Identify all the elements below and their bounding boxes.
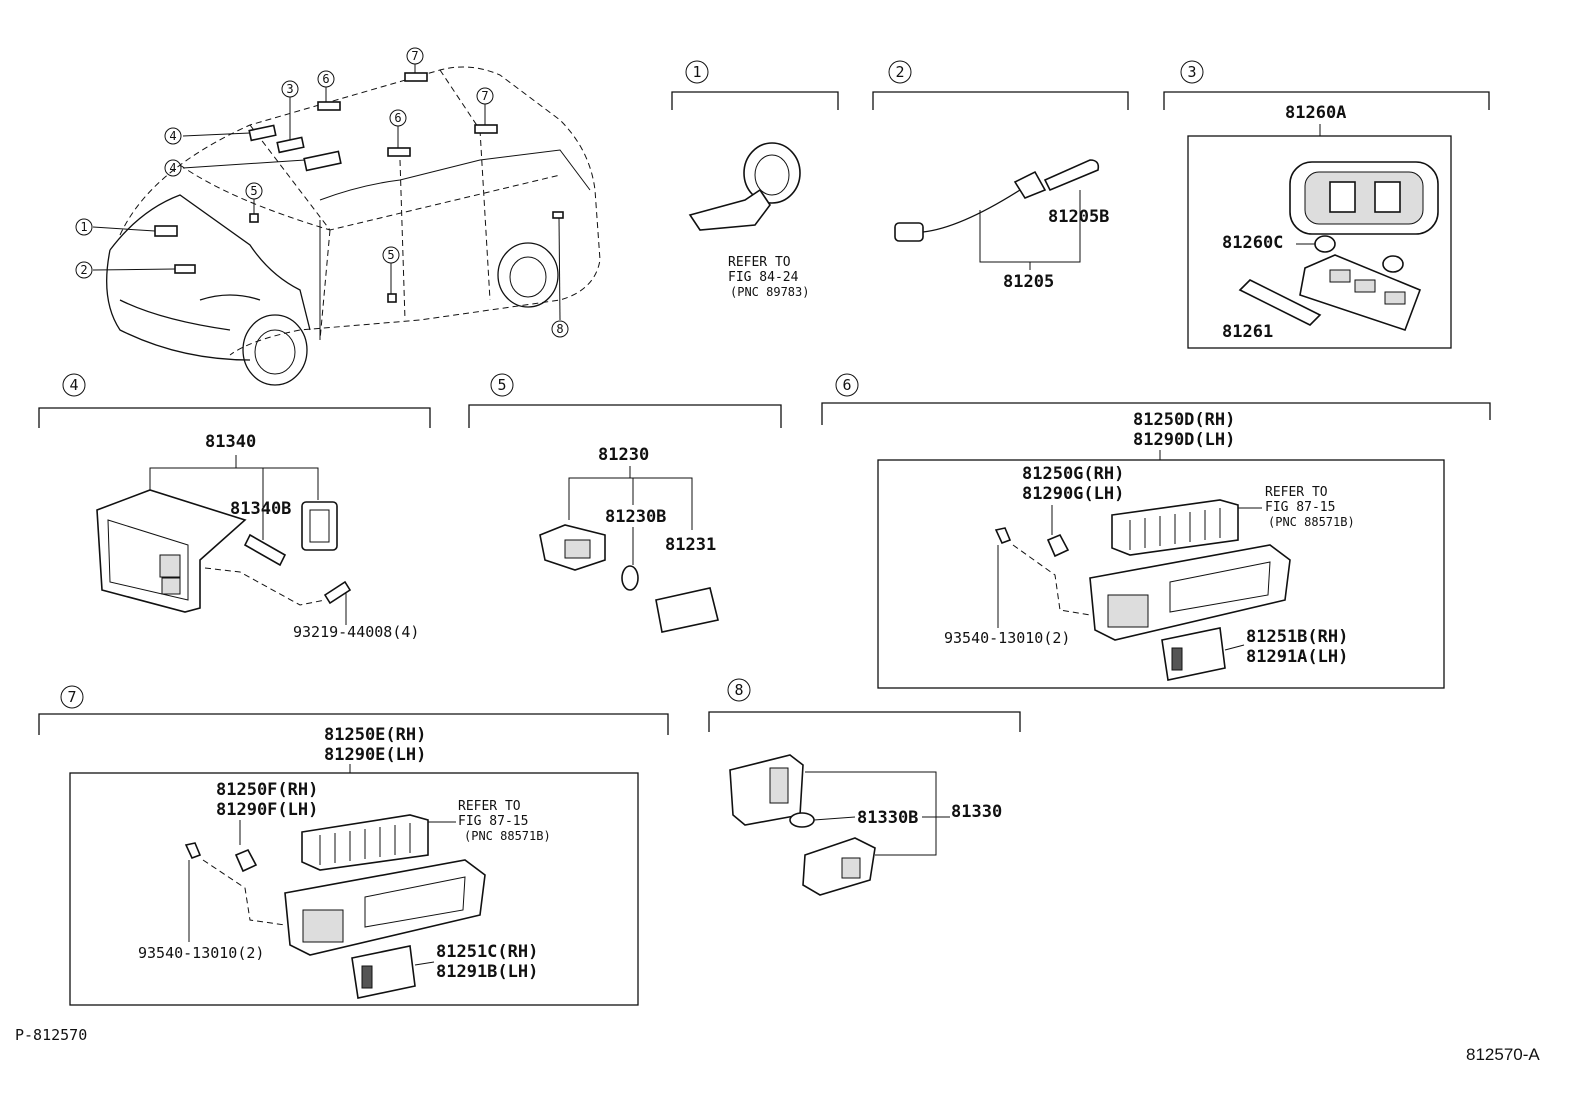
callout-circle xyxy=(245,182,263,200)
bulb-socket-part xyxy=(894,159,1100,242)
section-8: 8 81330B 81330 xyxy=(708,678,1021,896)
section-2: 2 81205B 81205 xyxy=(872,60,1129,292)
callout-circle xyxy=(317,70,335,88)
section-number: 5 xyxy=(497,376,506,394)
callout-number: 8 xyxy=(556,322,563,336)
section-3: 3 81260A 81260C 81261 xyxy=(1163,60,1490,349)
part-number: 81230B xyxy=(605,507,666,527)
section-number: 6 xyxy=(842,376,851,394)
part-number: 81330B xyxy=(857,808,918,828)
part-number: 81250G(RH) xyxy=(1022,464,1124,484)
part-number: 81340 xyxy=(205,432,256,452)
callout-number: 6 xyxy=(394,111,401,125)
callout-number: 7 xyxy=(411,49,418,63)
refer-text: (PNC 88571B) xyxy=(464,829,551,843)
callout-circle xyxy=(281,80,299,98)
part-number: 81260C xyxy=(1222,233,1283,253)
map-lamp-part xyxy=(1238,161,1439,332)
callout-number: 2 xyxy=(80,263,87,277)
part-number: 81250D(RH) xyxy=(1133,410,1235,430)
refer-text: (PNC 89783) xyxy=(730,285,809,299)
section-number: 7 xyxy=(67,688,76,706)
section-1: 1 REFER TO FIG 84-24 (PNC 89783) xyxy=(671,60,839,299)
callout-number: 5 xyxy=(250,184,257,198)
refer-text: REFER TO xyxy=(728,255,791,270)
callout-number: 7 xyxy=(481,89,488,103)
step-lamp-part xyxy=(729,754,876,896)
section-number: 8 xyxy=(734,681,743,699)
vehicle-overview: 1 2 3 4 4 5 5 6 6 7 7 8 xyxy=(75,47,601,386)
callout-circle xyxy=(75,218,93,236)
section-number: 4 xyxy=(69,376,78,394)
callout-circle xyxy=(164,127,182,145)
room-lamp-part xyxy=(994,499,1291,681)
section-number: 1 xyxy=(692,63,701,81)
part-number: 81231 xyxy=(665,535,716,555)
visor-lamp-part xyxy=(688,142,801,231)
section-7: 7 81250E(RH) 81290E(LH) 81250F(RH) 81290… xyxy=(38,685,669,1006)
part-number: 81251C(RH) xyxy=(436,942,538,962)
refer-text: FIG 87-15 xyxy=(458,814,528,829)
callout-circle xyxy=(389,109,407,127)
part-number: 81290F(LH) xyxy=(216,800,318,820)
callout-number: 3 xyxy=(286,82,293,96)
section-5: 5 81230 81230B 81231 xyxy=(468,373,782,633)
courtesy-lamp-part xyxy=(539,524,719,633)
section-4: 4 81340 81340B 93219-44008(4) xyxy=(38,373,431,641)
part-number: 81290D(LH) xyxy=(1133,430,1235,450)
part-number: 81205 xyxy=(1003,272,1054,292)
callout-number: 1 xyxy=(80,220,87,234)
part-number: 81340B xyxy=(230,499,291,519)
part-number: 81290G(LH) xyxy=(1022,484,1124,504)
callout-number: 5 xyxy=(387,248,394,262)
callout-number: 6 xyxy=(322,72,329,86)
assembly-box xyxy=(69,772,639,1006)
part-number: 81290E(LH) xyxy=(324,745,426,765)
callout-circle xyxy=(382,246,400,264)
refer-text: FIG 87-15 xyxy=(1265,500,1335,515)
part-number: 81291A(LH) xyxy=(1246,647,1348,667)
part-number: 81251B(RH) xyxy=(1246,627,1348,647)
part-number: 81260A xyxy=(1285,103,1346,123)
part-number: 81250E(RH) xyxy=(324,725,426,745)
callout-circle xyxy=(551,320,569,338)
cargo-lamp-part xyxy=(96,489,352,613)
part-number: 93219-44008(4) xyxy=(293,623,419,641)
figure-id: 812570-A xyxy=(1466,1045,1540,1064)
part-number: 81291B(LH) xyxy=(436,962,538,982)
part-number: 81330 xyxy=(951,802,1002,822)
refer-text: FIG 84-24 xyxy=(728,270,799,285)
section-number: 2 xyxy=(895,63,904,81)
part-number: 81250F(RH) xyxy=(216,780,318,800)
room-lamp-part xyxy=(184,814,486,999)
callout-circle xyxy=(164,159,182,177)
section-6: 6 81250D(RH) 81290D(LH) 81250G(RH) 81290… xyxy=(821,373,1491,689)
callout-circle xyxy=(406,47,424,65)
callout-number: 4 xyxy=(169,161,176,175)
part-number: 93540-13010(2) xyxy=(944,629,1070,647)
part-number: 93540-13010(2) xyxy=(138,944,264,962)
part-number: 81261 xyxy=(1222,322,1273,342)
callout-number: 4 xyxy=(169,129,176,143)
part-number: 81205B xyxy=(1048,207,1109,227)
refer-text: (PNC 88571B) xyxy=(1268,515,1355,529)
diagram-code: P-812570 xyxy=(15,1026,87,1044)
assembly-box xyxy=(877,459,1445,689)
refer-text: REFER TO xyxy=(458,799,521,814)
callout-circle xyxy=(476,87,494,105)
part-number: 81230 xyxy=(598,445,649,465)
section-number: 3 xyxy=(1187,63,1196,81)
callout-circle xyxy=(75,261,93,279)
refer-text: REFER TO xyxy=(1265,485,1328,500)
assembly-box xyxy=(1187,135,1452,349)
